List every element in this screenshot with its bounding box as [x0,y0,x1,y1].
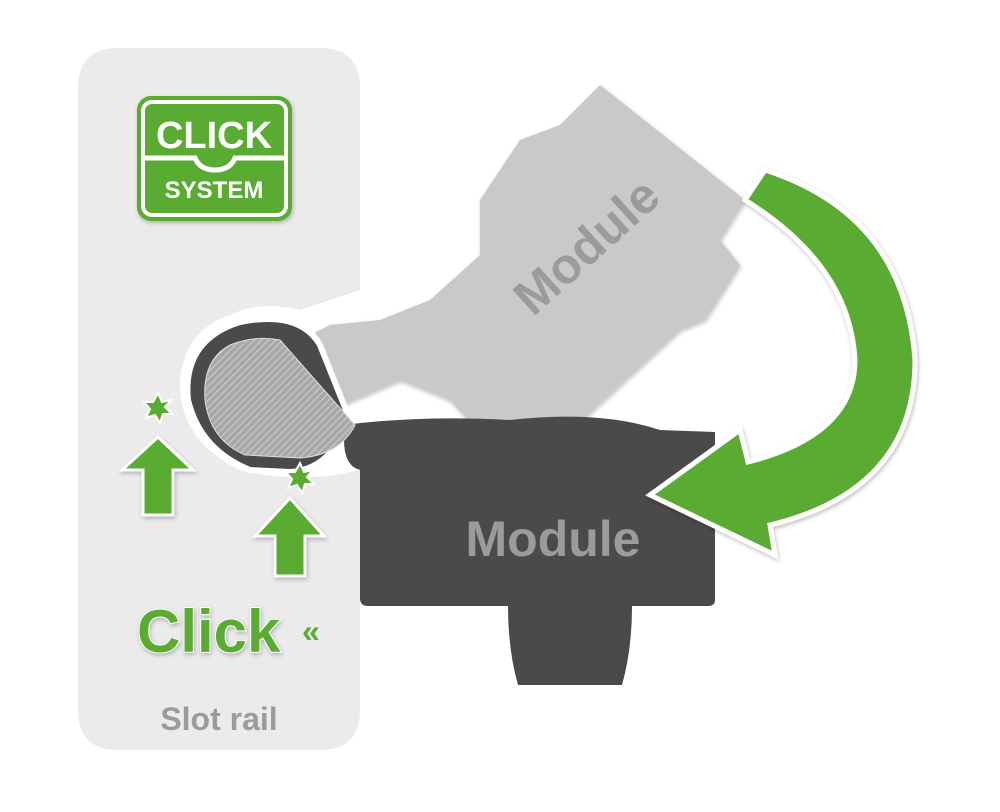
module-seated-label: Module [466,511,641,567]
up-arrow-icon [251,495,328,578]
logo-line2: SYSTEM [165,177,264,204]
rotate-arrow [645,167,918,560]
logo-line1: CLICK [156,115,273,157]
click-label: Click [137,598,281,665]
module-rotated [300,85,745,455]
module-seated [344,416,715,685]
click-system-logo: CLICK SYSTEM [137,96,292,221]
slot-rail-label: Slot rail [160,701,277,737]
click-burst-icon [283,460,317,496]
hook-hatched-section [204,337,356,459]
click-burst-icon [141,390,175,426]
up-arrow-icon [118,434,197,517]
click-mark: « [302,613,320,649]
